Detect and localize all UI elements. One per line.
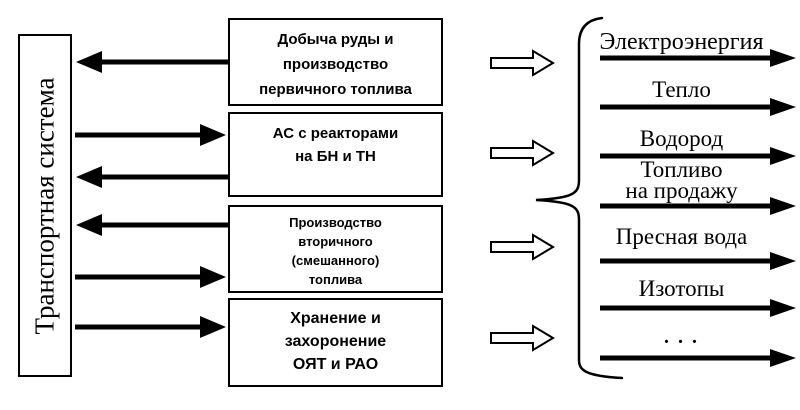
process-box-line: Добыча руды и (277, 31, 394, 48)
output-label-electricity: Электроэнергия (599, 29, 764, 55)
output-label-fresh-water: Пресная вода (615, 224, 748, 249)
output-label-ellipsis: . . . (664, 326, 699, 348)
process-box-line: захоронение (284, 333, 387, 350)
process-box-nuclear-plants: АС с реакторами на БН и ТН (228, 112, 443, 197)
output-label-hydrogen: Водород (639, 126, 724, 151)
process-box-line: первичного топлива (259, 81, 412, 98)
process-box-line: (смешанного) (291, 253, 380, 268)
arrow-left-icon (76, 166, 228, 188)
outputs-group: Электроэнергия Тепло Водород Топливо на … (565, 0, 798, 410)
process-box-ore-mining: Добыча руды и производство первичного то… (228, 18, 443, 106)
output-label-fuel-for-sale: Топливо на продажу (565, 157, 798, 203)
process-box-line: на БН и ТН (295, 148, 376, 165)
output-arrow-icon (600, 49, 796, 67)
output-label-line: Топливо (640, 157, 723, 182)
output-arrow-icon (600, 252, 796, 270)
arrow-left-icon (76, 51, 228, 73)
hollow-arrow-right-icon (490, 139, 555, 167)
process-box-secondary-fuel: Производство вторичного (смешанного) топ… (228, 205, 443, 293)
process-box-line: Производство (289, 215, 382, 230)
arrow-right-icon (75, 266, 226, 288)
output-label-isotopes: Изотопы (638, 276, 725, 301)
transport-system-box: Транспортная система (18, 34, 72, 377)
output-arrow-icon (600, 349, 796, 367)
transport-system-label: Транспортная система (29, 77, 60, 334)
process-box-line: ОЯТ и РАО (292, 356, 379, 373)
hollow-arrow-right-icon (490, 49, 555, 77)
process-box-line: производство (282, 56, 389, 73)
process-box-line: АС с реакторами (272, 125, 399, 142)
hollow-arrow-right-icon (490, 324, 555, 352)
process-box-storage-disposal: Хранение и захоронение ОЯТ и РАО (228, 298, 443, 387)
hollow-arrow-right-icon (490, 233, 555, 261)
curly-brace (535, 16, 624, 380)
output-arrow-icon (600, 147, 796, 165)
process-box-line: Хранение и (290, 310, 381, 327)
output-label-line: на продажу (625, 178, 738, 203)
process-box-line: топлива (308, 272, 363, 287)
arrow-right-icon (75, 316, 226, 338)
process-box-line: вторичного (298, 234, 373, 249)
output-arrow-icon (600, 98, 796, 116)
output-arrow-icon (600, 197, 796, 215)
arrow-right-icon (75, 124, 226, 146)
output-label-heat: Тепло (652, 77, 711, 102)
output-arrow-icon (600, 299, 796, 317)
arrow-left-icon (76, 214, 228, 236)
